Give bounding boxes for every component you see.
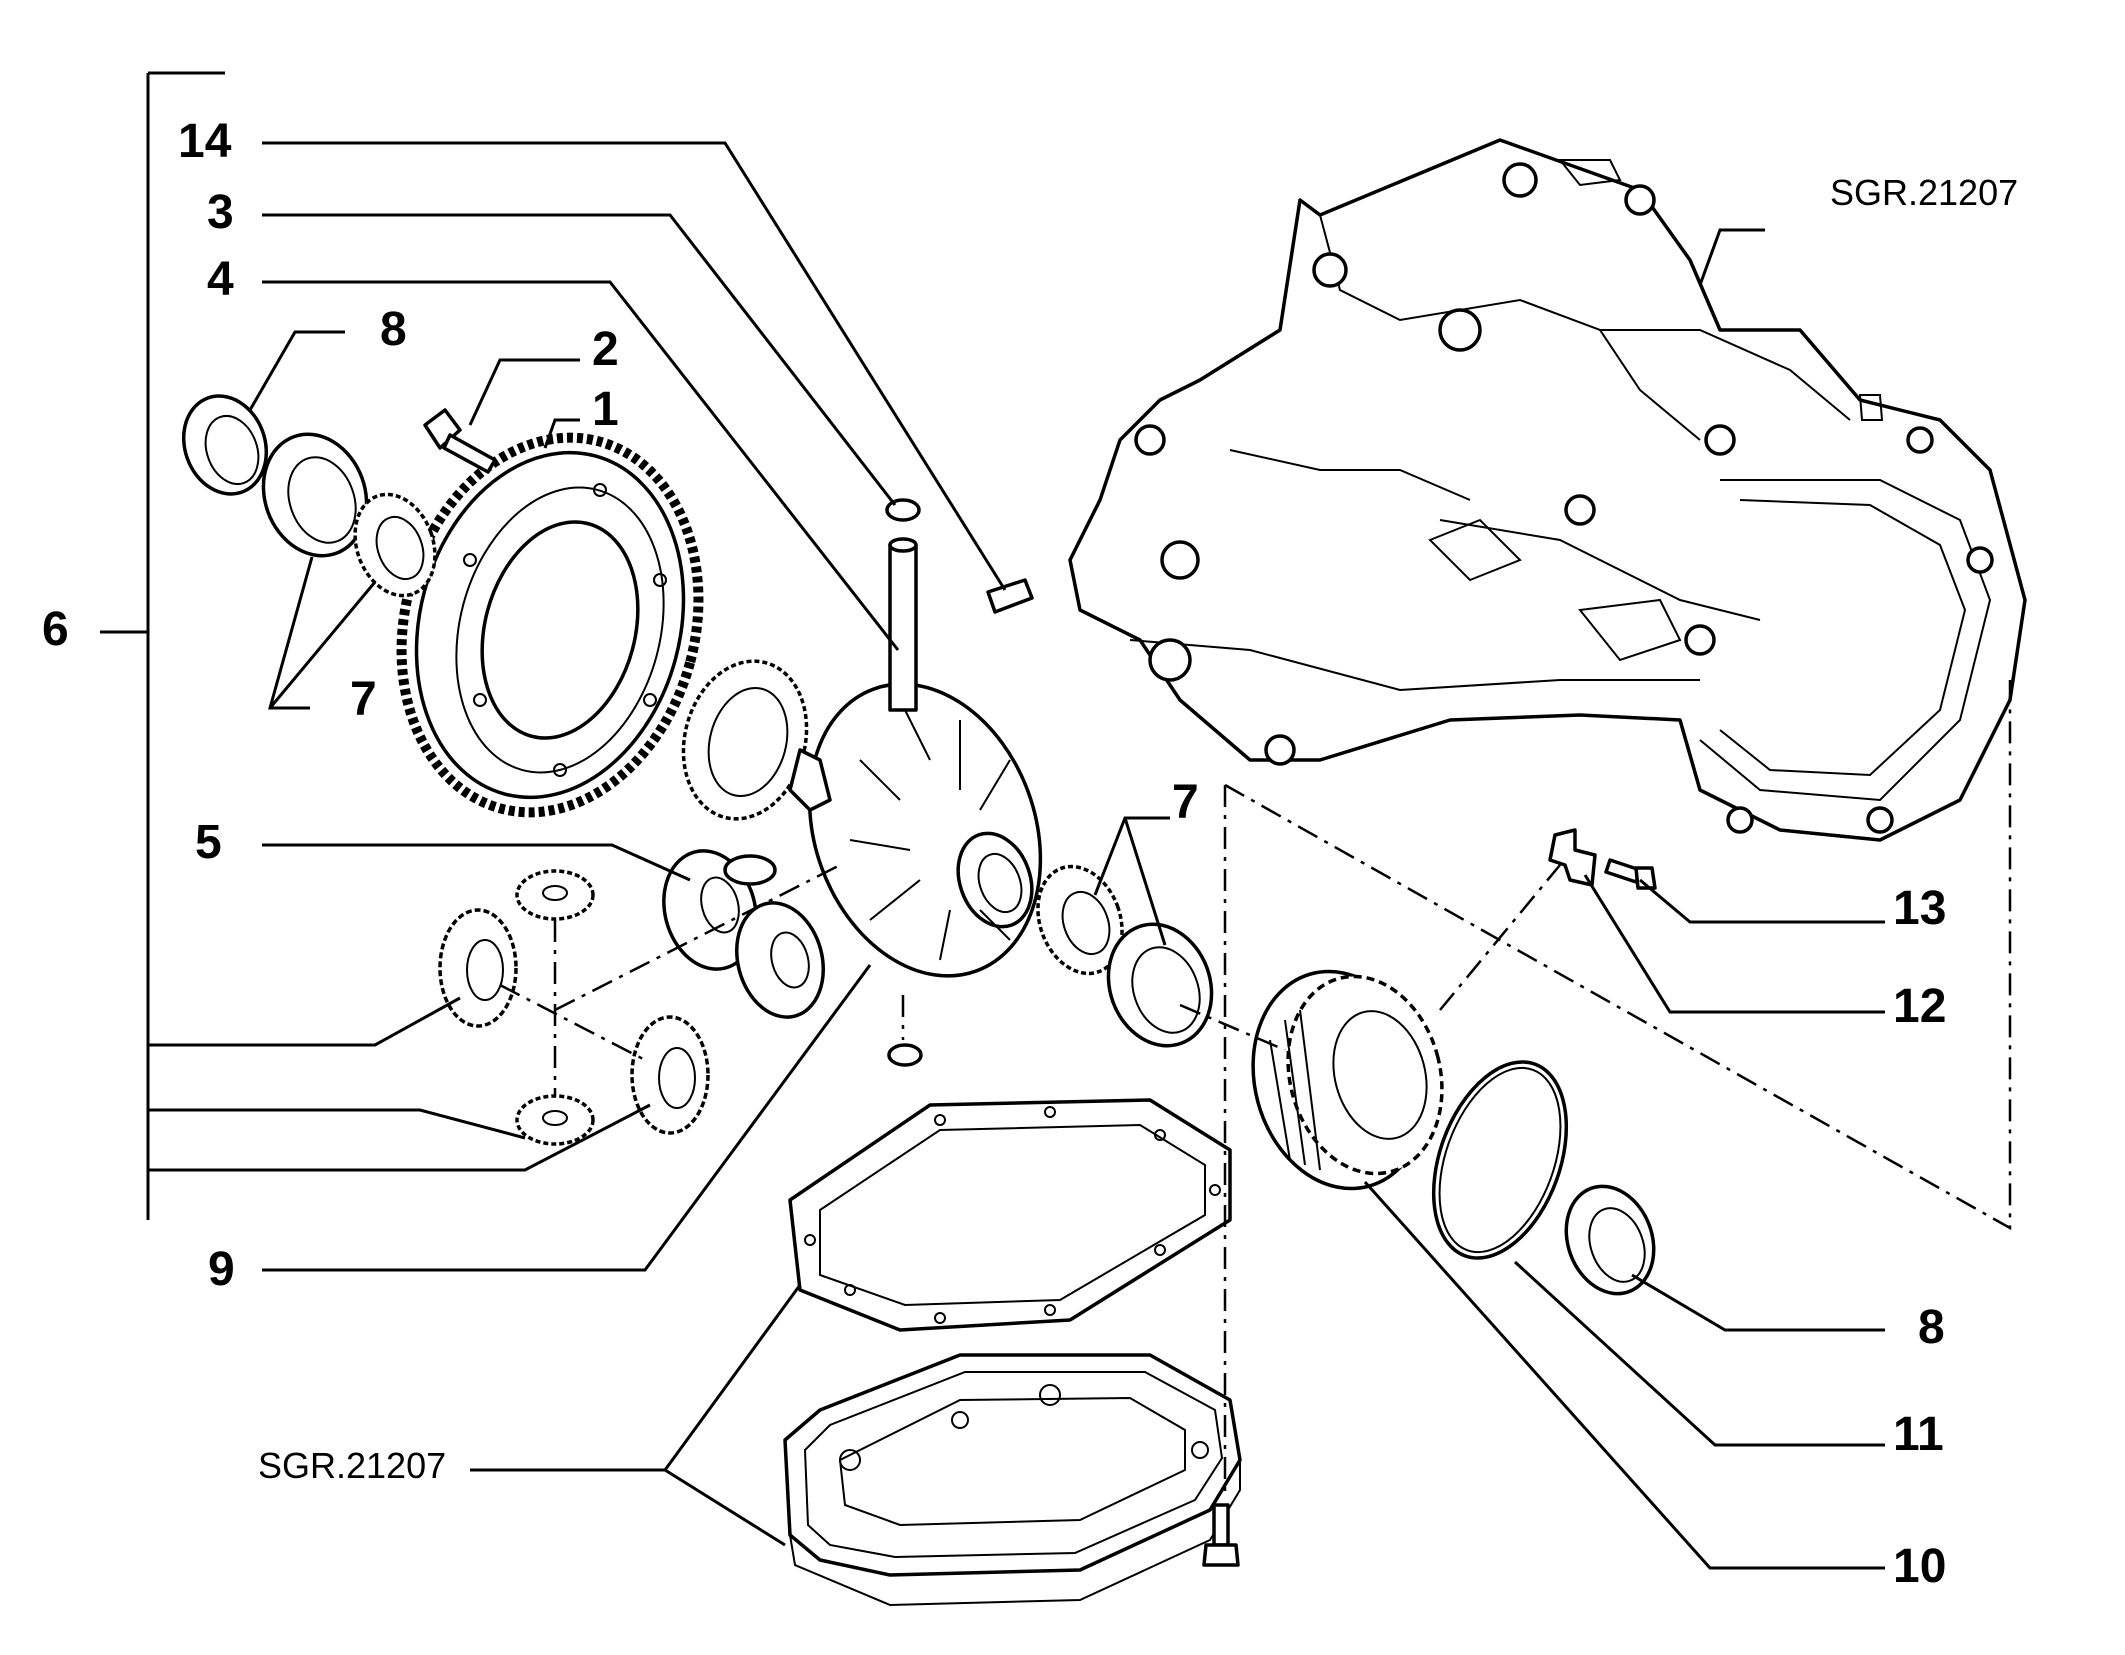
callout-14: 14 xyxy=(178,115,232,168)
callout-8-lower: 8 xyxy=(1918,1301,1945,1354)
differential-case xyxy=(788,682,1043,978)
callout-1: 1 xyxy=(592,383,619,436)
callout-2: 2 xyxy=(592,323,619,376)
crown-wheel-bolt xyxy=(423,408,497,474)
side-gear-right xyxy=(630,1015,710,1135)
o-ring xyxy=(1431,1060,1569,1260)
callout-10: 10 xyxy=(1893,1540,1946,1593)
assembly-axes xyxy=(499,680,2012,1495)
sump-pan xyxy=(783,1353,1242,1607)
callout-5: 5 xyxy=(195,816,222,869)
sump-drain-bolt xyxy=(1202,1503,1240,1567)
right-oil-seal xyxy=(1564,1184,1656,1296)
callout-12: 12 xyxy=(1893,980,1946,1033)
callout-7-left: 7 xyxy=(350,673,377,726)
right-bearing-cone xyxy=(1036,864,1124,976)
left-bearing-cup xyxy=(261,432,369,558)
pinion-shaft xyxy=(888,537,918,712)
right-bearing-cup xyxy=(1106,922,1214,1048)
lock-plate-bolt xyxy=(1604,858,1657,890)
callout-11: 11 xyxy=(1893,1408,1944,1461)
left-oil-seal xyxy=(181,394,269,496)
pinion-washer xyxy=(723,854,777,886)
callout-8-upper: 8 xyxy=(380,303,407,356)
leader-lines xyxy=(100,71,1885,1570)
crown-wheel xyxy=(396,432,704,818)
lock-plate xyxy=(1548,828,1597,887)
sump-reference: SGR.21207 xyxy=(258,1445,446,1486)
left-bearing-cone xyxy=(353,492,437,598)
plug xyxy=(986,578,1034,614)
planet-pinion-lower xyxy=(515,1094,595,1146)
circlip-lower xyxy=(887,1043,923,1067)
thrust-washer-b xyxy=(734,901,826,1019)
sump-gasket xyxy=(788,1098,1232,1332)
callout-3: 3 xyxy=(207,186,234,239)
gearbox-housing xyxy=(1068,138,2027,842)
planet-pinion-upper xyxy=(515,869,595,921)
callout-9: 9 xyxy=(208,1243,235,1296)
callout-7-right: 7 xyxy=(1172,776,1199,829)
adjuster-ring xyxy=(1251,969,1444,1191)
callout-13: 13 xyxy=(1893,882,1946,935)
side-gear-left xyxy=(438,908,518,1028)
callout-6: 6 xyxy=(42,603,69,656)
housing-reference: SGR.21207 xyxy=(1830,172,2018,213)
callout-4: 4 xyxy=(207,253,234,306)
